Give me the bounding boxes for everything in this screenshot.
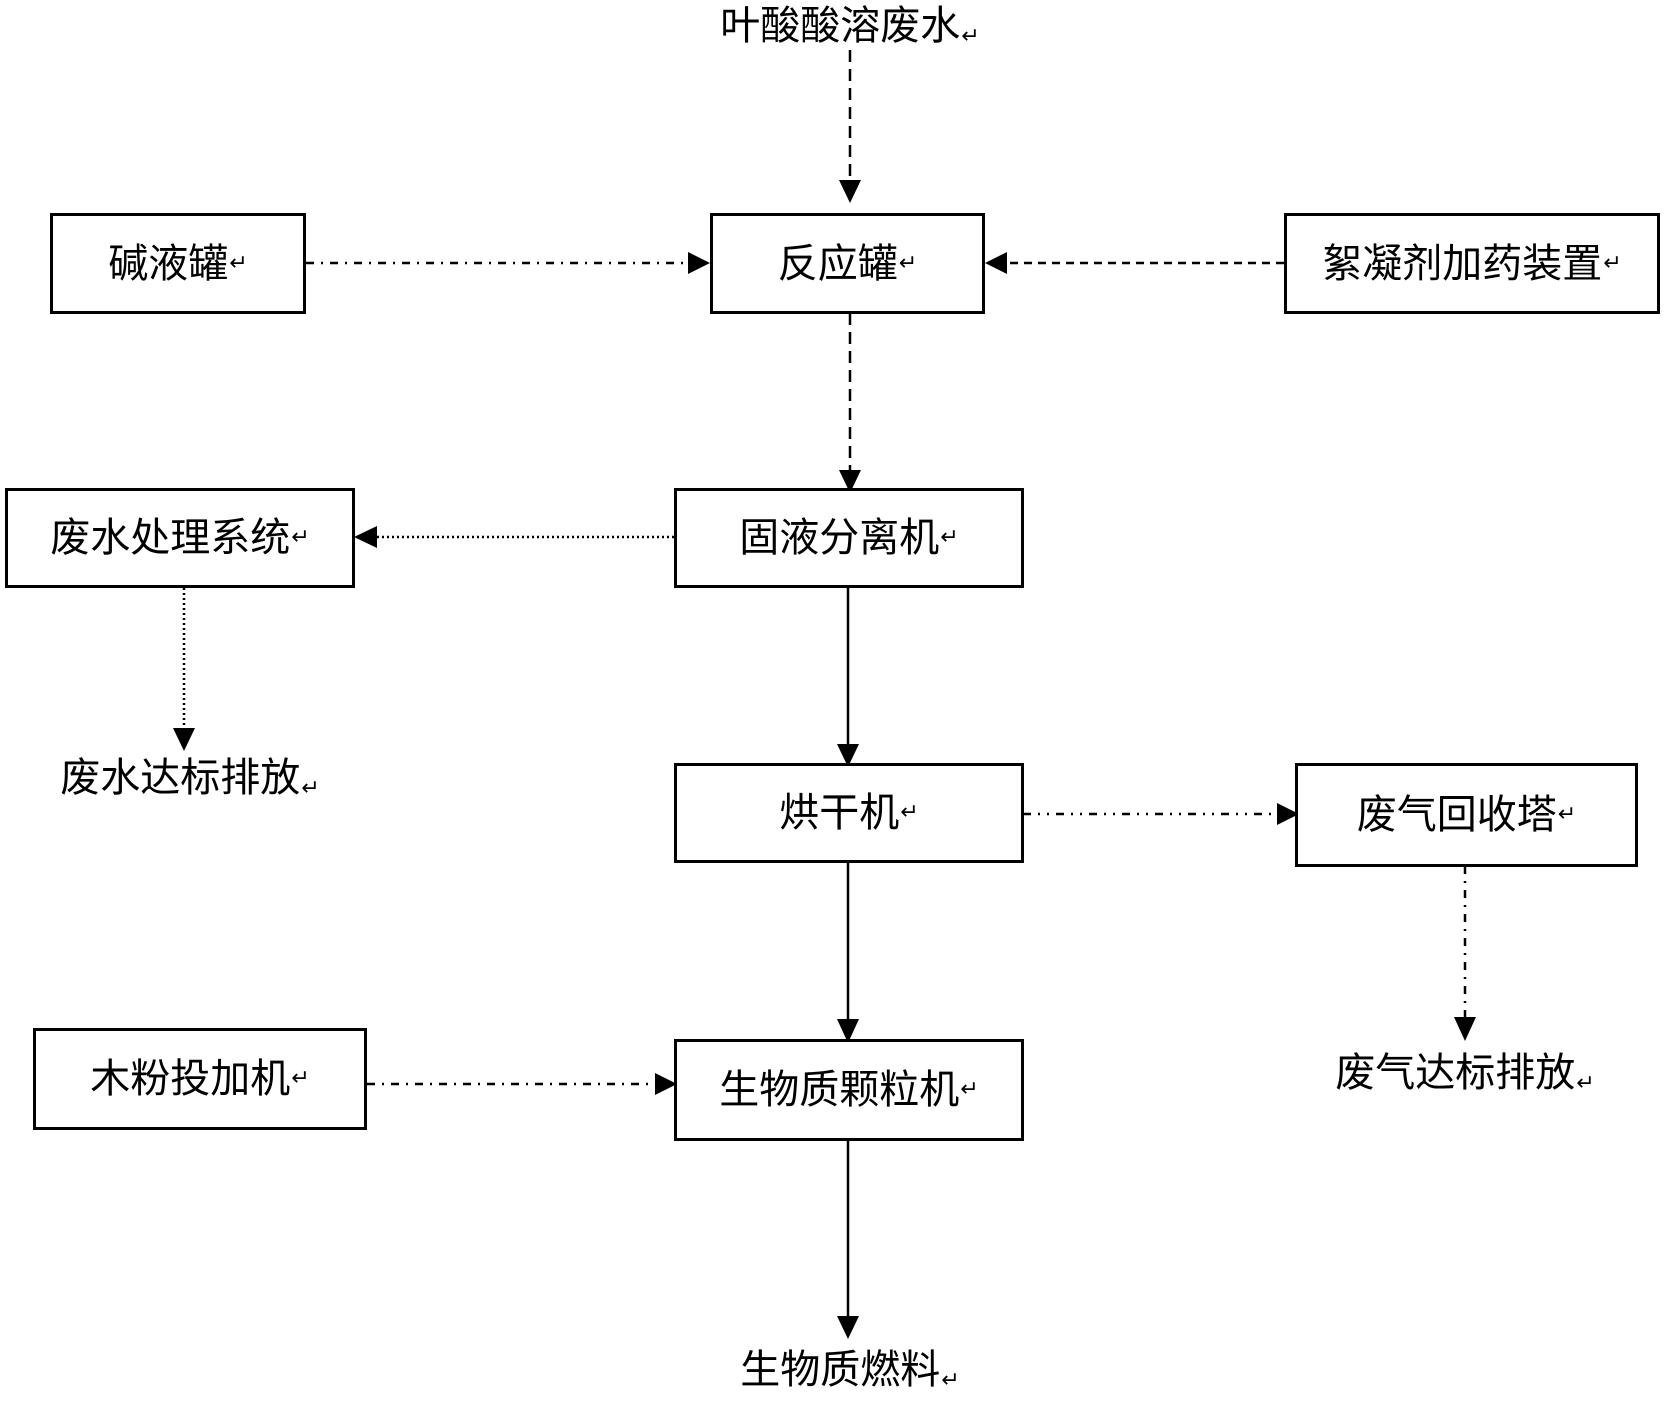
source-label: 叶酸酸溶废水↵ (690, 6, 1010, 48)
return-mark-icon: ↵ (898, 250, 918, 276)
dryer-text: 烘干机 (779, 790, 900, 836)
arrowhead-source (839, 180, 861, 203)
return-mark-icon: ↵ (1603, 250, 1622, 276)
wastewater-discharge-label: 废水达标排放↵ (40, 758, 340, 800)
pellet-machine-box: 生物质颗粒机↵ (674, 1039, 1024, 1141)
separator-text: 固液分离机 (739, 515, 940, 561)
separator-box: 固液分离机↵ (674, 488, 1024, 588)
wastewater-discharge-text: 废水达标排放 (60, 755, 301, 801)
product-label: 生物质燃料↵ (700, 1350, 1000, 1392)
arrowhead-separator-down (837, 744, 859, 767)
return-mark-icon: ↵ (1576, 1071, 1595, 1096)
flocculant-dosing-box: 絮凝剂加药装置↵ (1284, 213, 1660, 314)
alkali-tank-box: 碱液罐↵ (50, 213, 306, 314)
arrowhead-dryer-right (1277, 803, 1299, 825)
arrowhead-flocculant (985, 252, 1007, 274)
wood-powder-feeder-text: 木粉投加机 (90, 1056, 291, 1102)
arrowhead-separator-left (354, 526, 377, 548)
return-mark-icon: ↵ (961, 24, 980, 49)
arrowhead-dryer-down (837, 1019, 859, 1043)
gas-discharge-text: 废气达标排放 (1335, 1050, 1576, 1096)
return-mark-icon: ↵ (960, 1077, 979, 1102)
wastewater-system-box: 废水处理系统↵ (5, 488, 355, 588)
gas-tower-text: 废气回收塔 (1356, 792, 1557, 838)
arrowhead-feeder-right (655, 1073, 677, 1095)
reaction-tank-text: 反应罐 (777, 240, 898, 287)
arrowhead-reaction (839, 470, 861, 493)
return-mark-icon: ↵ (900, 800, 919, 825)
return-mark-icon: ↵ (940, 525, 959, 550)
arrowhead-gas-down (1454, 1017, 1476, 1041)
return-mark-icon: ↵ (291, 1066, 310, 1091)
flocculant-dosing-text: 絮凝剂加药装置 (1322, 240, 1603, 287)
return-mark-icon: ↵ (229, 250, 248, 276)
return-mark-icon: ↵ (291, 525, 310, 550)
wood-powder-feeder-box: 木粉投加机↵ (33, 1028, 367, 1130)
product-text: 生物质燃料 (740, 1347, 941, 1393)
alkali-tank-text: 碱液罐 (108, 240, 229, 287)
pellet-machine-text: 生物质颗粒机 (719, 1067, 960, 1113)
gas-discharge-label: 废气达标排放↵ (1315, 1053, 1615, 1095)
arrowhead-wastewater-down (173, 728, 195, 751)
dryer-box: 烘干机↵ (674, 763, 1024, 863)
source-text: 叶酸酸溶废水 (720, 3, 961, 49)
return-mark-icon: ↵ (1557, 802, 1577, 827)
return-mark-icon: ↵ (301, 776, 320, 801)
return-mark-icon: ↵ (941, 1368, 960, 1393)
reaction-tank-box: 反应罐↵ (710, 213, 985, 314)
arrowhead-alkali (688, 252, 710, 274)
arrowhead-product-down (837, 1316, 859, 1339)
gas-tower-box: 废气回收塔↵ (1295, 763, 1638, 867)
wastewater-system-text: 废水处理系统 (50, 515, 291, 561)
